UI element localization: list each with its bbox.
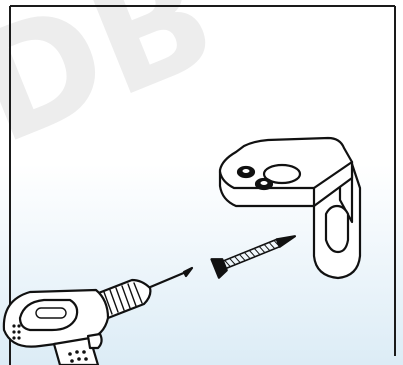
installation-diagram: DB xyxy=(0,0,403,365)
